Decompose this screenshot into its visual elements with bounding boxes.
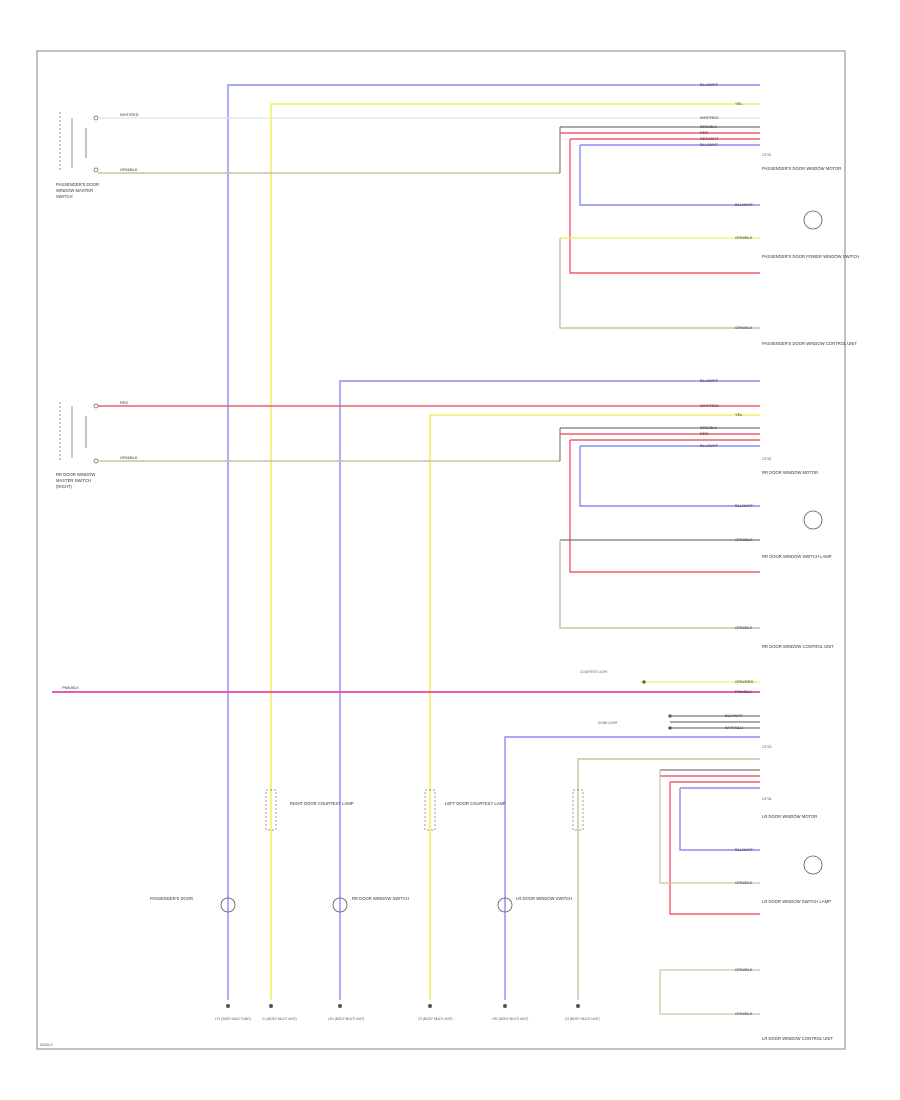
cap-left-lamp: LEFT DOOR COURTESY LAMP — [445, 801, 506, 806]
terminal-label-2: C1 (BODY MULTI UNIT) — [262, 1017, 297, 1021]
cap-rr-switch: RR DOOR WINDOW — [56, 472, 95, 477]
cap-pass-pws: PASSENGER'S DOOR POWER WINDOW SWITCH — [762, 254, 859, 259]
lbl-brn-blk-mid: BRN/BLK — [700, 425, 717, 430]
terminal-2: C1 (BODY MULTI UNIT) — [262, 1004, 297, 1021]
conn-c1: C3701 — [762, 153, 772, 157]
terminal-3: LR1 (BODY MULTI UNIT) — [328, 1004, 364, 1021]
lbl-wht-red-mid: WHT/RED — [700, 403, 719, 408]
terminal-5: LR2 (BODY MULTI UNIT) — [492, 1004, 528, 1021]
lbl-blu-wht-s3: BLU/WHT — [735, 847, 754, 852]
lbl-grn-blk-s3c: GRN/BLK — [735, 967, 753, 972]
wire-yel-1 — [270, 103, 760, 1000]
conn-c2: C3702 — [762, 457, 772, 461]
lbl-grn-blk-2: GRN/BLK — [120, 455, 138, 460]
terminal-label-3: LR1 (BODY MULTI UNIT) — [328, 1017, 364, 1021]
cap-pass-unit: PASSENGER'S DOOR WINDOW CONTROL UNIT — [762, 341, 857, 346]
lbl-red-wht-top: RED/WHT — [700, 136, 719, 141]
terminal-label-4: C2 (BODY MULTI UNIT) — [418, 1017, 453, 1021]
cap-lr-motor: LR DOOR WINDOW MOTOR — [762, 814, 817, 819]
cap-lr-lamp: LR DOOR WINDOW SWITCH LAMP — [762, 899, 831, 904]
section-passenger: WHT/RED GRN/BLK PASSENGER'S DOOR WINDOW … — [56, 82, 859, 346]
section-rr: RED GRN/BLK RR DOOR WINDOW MASTER SWITCH… — [56, 378, 834, 649]
terminal-label-6: C3 (BODY MULTI UNIT) — [565, 1017, 600, 1021]
bottom-components: PASSENGER'S DOOR RIGHT DOOR COURTESY LAM… — [150, 789, 600, 1021]
cap-rr-dsw: RR DOOR WINDOW SWITCH — [352, 896, 409, 901]
lbl-grn-blk-s3d: GRN/BLK — [735, 1011, 753, 1016]
wire-grn-blk-4 — [577, 758, 760, 1000]
cap-rr-lamp: RR DOOR WINDOW SWITCH LAMP — [762, 554, 832, 559]
lbl-grn-blk-s3: GRN/BLK — [735, 880, 753, 885]
cap-pass-switch-2: WINDOW MASTER — [56, 188, 93, 193]
lbl-grn-blk-s1b: GRN/BLK — [735, 325, 753, 330]
lbl-yel-mid: YEL — [735, 412, 743, 417]
lbl-blk-wht: BLK/WHT — [725, 713, 743, 718]
lbl-brn-blk-top: BRN/BLK — [700, 124, 717, 129]
lbl-grn-blk-1: GRN/BLK — [120, 167, 138, 172]
lbl-red-top: RED — [700, 130, 709, 135]
cap-right-lamp: RIGHT DOOR COURTESY LAMP — [290, 801, 354, 806]
terminal-label-5: LR2 (BODY MULTI UNIT) — [492, 1017, 528, 1021]
cap-rr-switch-3: (RIGHT) — [56, 484, 72, 489]
terminal-6: C3 (BODY MULTI UNIT) — [565, 1004, 600, 1021]
cap-rr-switch-2: MASTER SWITCH — [56, 478, 91, 483]
lbl-red-2: RED — [120, 400, 129, 405]
terminal-label-1: LF1 (BODY MULTI UNIT) — [215, 1017, 251, 1021]
lbl-wht-blu: WHT/BLU — [725, 725, 743, 730]
lbl-blu-wht-top2: BLU/WHT — [700, 142, 719, 147]
cap-pass-dsw: PASSENGER'S DOOR — [150, 896, 193, 901]
footer-code: W0020-0 — [40, 1043, 53, 1047]
lbl-wht-red-1: WHT/RED — [120, 112, 139, 117]
lbl-grn-blk-s2b: GRN/BLK — [735, 625, 753, 630]
cap-courtesy: COURTESY LIGHT — [580, 670, 608, 674]
lbl-red-mid: RED — [700, 431, 709, 436]
cap-rr-unit: RR DOOR WINDOW CONTROL UNIT — [762, 644, 834, 649]
lbl-yel-top: YEL — [735, 101, 743, 106]
terminal-4: C2 (BODY MULTI UNIT) — [418, 1004, 453, 1021]
lbl-grn-blk-s2: GRN/BLK — [735, 537, 753, 542]
cap-rr-motor: RR DOOR WINDOW MOTOR — [762, 470, 818, 475]
wire-blu-wht-2 — [339, 380, 760, 1000]
cap-lr-dsw: LR DOOR WINDOW SWITCH — [516, 896, 572, 901]
pnk-label: PNK/BLK — [62, 685, 79, 690]
lbl-grn-blk-s1: GRN/BLK — [735, 235, 753, 240]
wire-blu-wht-1 — [227, 84, 760, 1000]
lbl-blu-wht-mid2: BLU/WHT — [700, 443, 719, 448]
lbl-wht-red-top: WHT/RED — [700, 115, 719, 120]
lbl-blu-wht-mid: BLU/WHT — [700, 378, 719, 383]
cap-pass-motor: PASSENGER'S DOOR WINDOW MOTOR — [762, 166, 841, 171]
cap-lr-unit: LR DOOR WINDOW CONTROL UNIT — [762, 1036, 833, 1041]
conn-c3: C3703 — [762, 745, 772, 749]
lbl-blu-wht-s2: BLU/WHT — [735, 503, 754, 508]
conn-c4: C3704 — [762, 797, 772, 801]
lbl-pnk-blk: PNK/BLK — [735, 689, 752, 694]
lbl-grn-red: GRN/RED — [735, 679, 754, 684]
wire-yel-2 — [429, 414, 760, 1000]
cap-pass-switch-3: SWITCH — [56, 194, 73, 199]
terminal-1: LF1 (BODY MULTI UNIT) — [215, 1004, 251, 1021]
cap-pass-switch: PASSENGER'S DOOR — [56, 182, 99, 187]
section-lr: COURTESY LIGHT GRN/RED PNK/BLK DOME LIGH… — [580, 670, 833, 1041]
lbl-blu-wht-s1: BLU/WHT — [735, 202, 754, 207]
diagram-frame — [36, 50, 846, 1050]
lbl-blu-wht-top: BLU/WHT — [700, 82, 719, 87]
cap-dome: DOME LIGHT — [598, 721, 618, 725]
